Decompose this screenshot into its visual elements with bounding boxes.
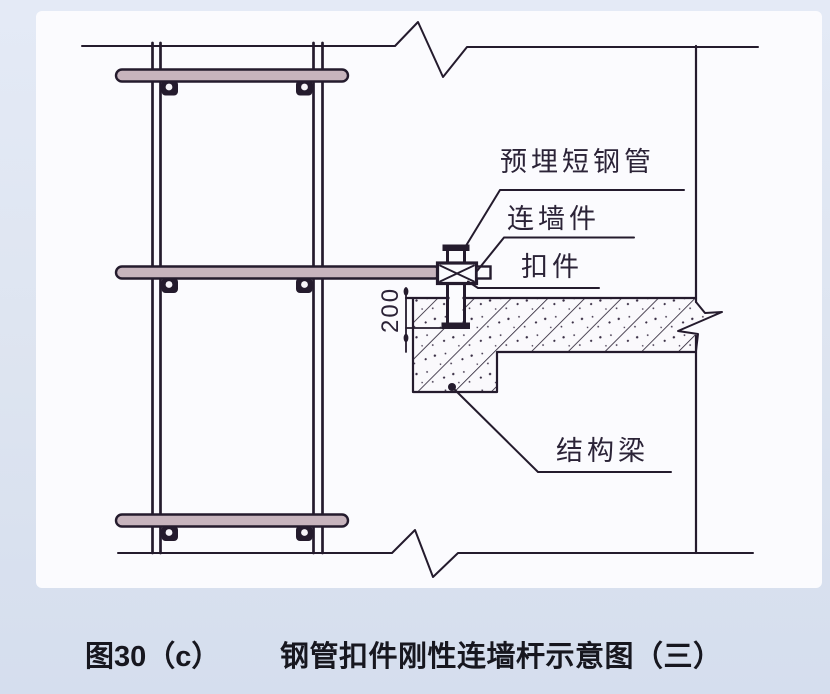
callout-embedded-pipe: 预埋短钢管 — [463, 147, 685, 250]
wall-tie-leader — [476, 236, 635, 272]
coupler-hook — [161, 278, 178, 293]
figure-caption: 图30（c） 钢管扣件刚性连墙杆示意图（三） — [0, 638, 830, 684]
callout-coupler: 扣件 — [467, 252, 600, 289]
wall-tie-label: 连墙件 — [507, 204, 600, 234]
coupler-hook — [296, 80, 313, 96]
embedded-pipe-label: 预埋短钢管 — [500, 147, 655, 177]
coupler-label: 扣件 — [521, 252, 583, 282]
scaffold-pole-left — [151, 41, 162, 555]
callout-structural-beam: 结构梁 — [448, 383, 672, 473]
coupler-hook — [296, 278, 313, 293]
embedded-pipe-leader — [463, 189, 685, 250]
scaffold — [81, 21, 759, 578]
coupler-cross — [439, 264, 475, 283]
scaffold-pole-right — [312, 41, 324, 555]
dimension-tick-top — [403, 287, 409, 296]
ledger-bottom — [114, 513, 350, 528]
pipe-top-cap — [442, 244, 470, 251]
structural-beam-leader — [451, 386, 672, 473]
coupler-hook — [296, 526, 313, 541]
coupler-leader — [467, 280, 600, 289]
coupler-bolt — [475, 265, 492, 280]
figure-title: 钢管扣件刚性连墙杆示意图（三） — [280, 641, 723, 673]
callout-wall-tie: 连墙件 — [476, 204, 635, 272]
slab-breakline — [677, 301, 723, 352]
coupler-hook — [161, 80, 178, 96]
embedded-pipe-assembly — [435, 244, 492, 329]
dimension-200: 200 — [377, 287, 442, 353]
dimension-tick-bottom — [403, 333, 409, 343]
figure-number: 图30（c） — [85, 641, 221, 673]
ledger-top — [114, 68, 350, 83]
top-boundary-breakline — [81, 21, 759, 78]
structural-beam-label: 结构梁 — [556, 436, 649, 466]
callouts: 预埋短钢管 连墙件 扣件 结构梁 — [448, 147, 685, 473]
coupler-hook — [161, 526, 178, 541]
concrete-section — [413, 298, 722, 392]
pipe-bottom-cap — [441, 322, 470, 329]
beam-leader-dot — [448, 383, 456, 391]
bottom-boundary-breakline — [117, 529, 754, 578]
embed-depth-label: 200 — [377, 287, 404, 333]
wall-tie-bar — [114, 265, 443, 280]
wall-structure — [404, 44, 723, 555]
coupler-hooks — [161, 80, 313, 541]
